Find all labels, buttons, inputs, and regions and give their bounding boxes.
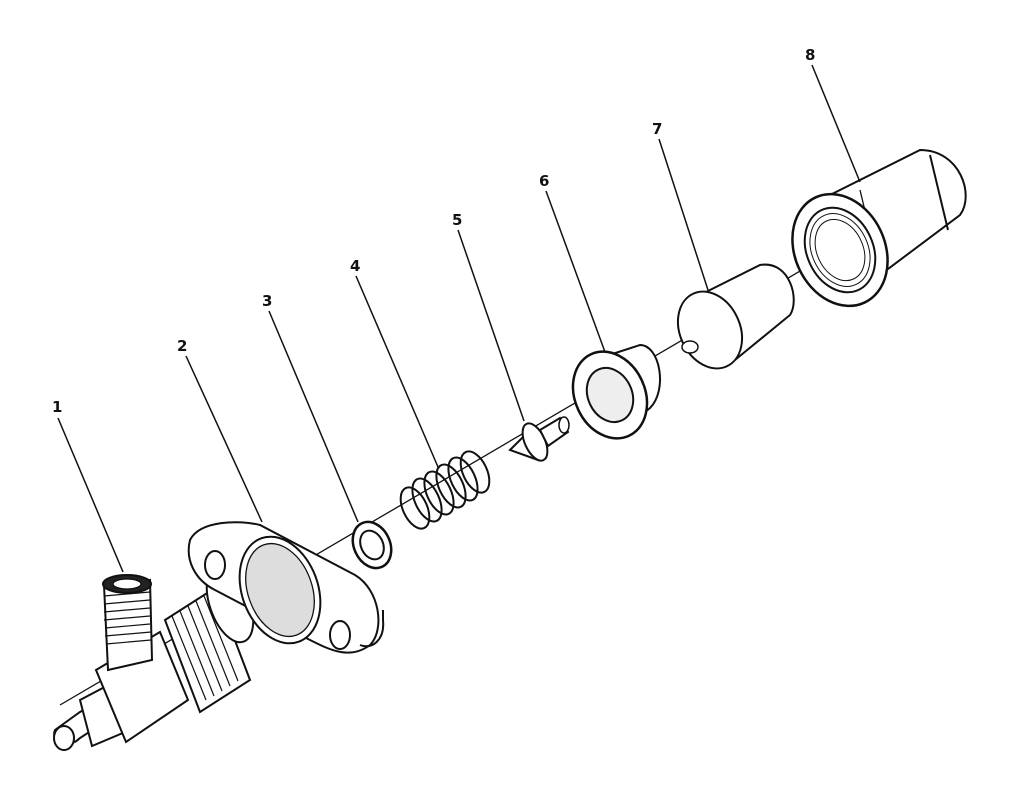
leader-line-7 — [658, 138, 709, 291]
callout-label-1: 1 — [52, 398, 62, 416]
part-8-nut — [791, 148, 967, 308]
leader-line-2 — [185, 355, 263, 523]
callout-label-6: 6 — [539, 172, 549, 190]
part-4-spring — [399, 450, 491, 530]
part-3-washer — [351, 520, 393, 570]
leader-line-1 — [57, 417, 124, 573]
part-7-holder — [676, 263, 795, 370]
leader-line-3 — [268, 310, 359, 523]
callout-label-4: 4 — [350, 257, 360, 275]
callout-label-8: 8 — [805, 46, 815, 64]
part-1-valve-body — [53, 564, 255, 751]
callout-label-5: 5 — [452, 211, 462, 229]
part-6-valve-seat — [571, 343, 662, 440]
leader-lines — [57, 64, 861, 573]
leader-line-4 — [355, 275, 439, 468]
leader-line-6 — [545, 190, 606, 353]
leader-line-5 — [457, 229, 525, 422]
part-2-flange — [187, 521, 385, 654]
callout-label-7: 7 — [652, 120, 662, 138]
callout-label-2: 2 — [177, 337, 187, 355]
leader-line-8 — [811, 64, 861, 183]
part-5-valve-plunger — [508, 416, 570, 462]
callout-label-3: 3 — [262, 292, 272, 310]
